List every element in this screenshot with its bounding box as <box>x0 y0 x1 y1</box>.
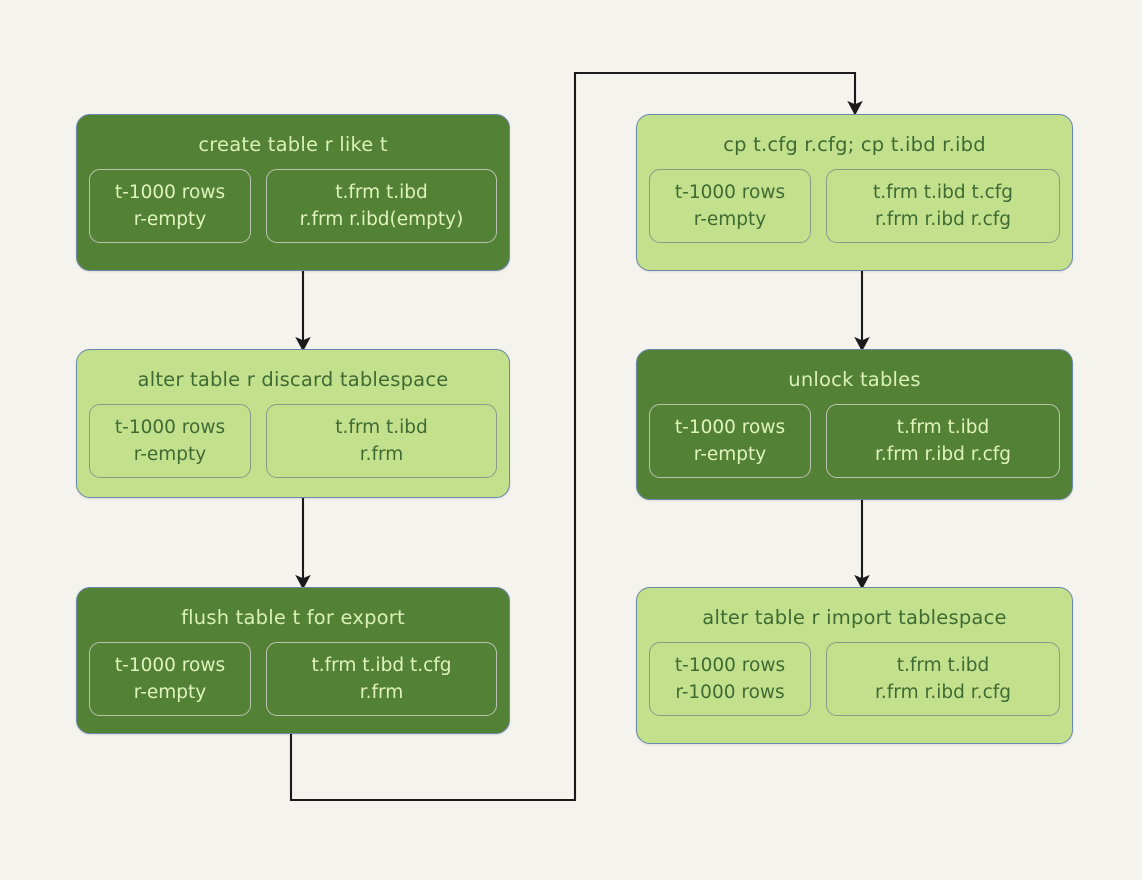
node-cells: t-1000 rows r-empty t.frm t.ibd r.frm r.… <box>637 403 1072 495</box>
cell-rows: t-1000 rows r-1000 rows <box>649 641 811 717</box>
cell-line: t-1000 rows <box>114 181 226 203</box>
cell-line: r.frm r.ibd r.cfg <box>875 681 1011 703</box>
cell-rows: t-1000 rows r-empty <box>649 168 811 244</box>
cell-files: t.frm t.ibd t.cfg r.frm <box>266 641 497 717</box>
cell-line: t-1000 rows <box>114 654 226 676</box>
node-cells: t-1000 rows r-1000 rows t.frm t.ibd r.fr… <box>637 641 1072 733</box>
node-title: unlock tables <box>788 368 921 391</box>
node-discard-tablespace[interactable]: alter table r discard tablespace t-1000 … <box>76 349 510 498</box>
cell-line: r-empty <box>693 208 767 230</box>
node-title: alter table r import tablespace <box>702 606 1007 629</box>
node-copy-files[interactable]: cp t.cfg r.cfg; cp t.ibd r.ibd t-1000 ro… <box>636 114 1073 271</box>
cell-line: t-1000 rows <box>114 416 226 438</box>
cell-line: r-empty <box>133 681 207 703</box>
cell-line: r-empty <box>133 208 207 230</box>
cell-files: t.frm t.ibd r.frm <box>266 403 497 479</box>
cell-line: r.frm r.ibd r.cfg <box>875 443 1011 465</box>
node-title: create table r like t <box>198 133 388 156</box>
node-create-table[interactable]: create table r like t t-1000 rows r-empt… <box>76 114 510 271</box>
cell-line: t-1000 rows <box>674 654 786 676</box>
cell-line: r.frm <box>359 443 404 465</box>
node-cells: t-1000 rows r-empty t.frm t.ibd t.cfg r.… <box>77 641 509 733</box>
cell-line: r.frm r.ibd r.cfg <box>875 208 1011 230</box>
node-unlock-tables[interactable]: unlock tables t-1000 rows r-empty t.frm … <box>636 349 1073 500</box>
cell-line: t.frm t.ibd <box>896 416 990 438</box>
node-flush-for-export[interactable]: flush table t for export t-1000 rows r-e… <box>76 587 510 734</box>
node-title: cp t.cfg r.cfg; cp t.ibd r.ibd <box>723 133 986 156</box>
cell-line: t-1000 rows <box>674 181 786 203</box>
cell-rows: t-1000 rows r-empty <box>89 168 251 244</box>
cell-rows: t-1000 rows r-empty <box>649 403 811 479</box>
cell-line: t.frm t.ibd <box>335 181 428 203</box>
cell-line: r-1000 rows <box>675 681 785 703</box>
node-cells: t-1000 rows r-empty t.frm t.ibd r.frm r.… <box>77 168 509 260</box>
cell-files: t.frm t.ibd r.frm r.ibd r.cfg <box>826 641 1060 717</box>
node-title: flush table t for export <box>181 606 405 629</box>
cell-line: t.frm t.ibd t.cfg <box>311 654 452 676</box>
cell-line: t.frm t.ibd <box>896 654 990 676</box>
cell-line: t.frm t.ibd <box>335 416 428 438</box>
node-cells: t-1000 rows r-empty t.frm t.ibd r.frm <box>77 403 509 495</box>
cell-files: t.frm t.ibd r.frm r.ibd(empty) <box>266 168 497 244</box>
cell-rows: t-1000 rows r-empty <box>89 641 251 717</box>
cell-files: t.frm t.ibd t.cfg r.frm r.ibd r.cfg <box>826 168 1060 244</box>
node-cells: t-1000 rows r-empty t.frm t.ibd t.cfg r.… <box>637 168 1072 260</box>
cell-line: t.frm t.ibd t.cfg <box>872 181 1014 203</box>
cell-rows: t-1000 rows r-empty <box>89 403 251 479</box>
cell-line: r-empty <box>693 443 767 465</box>
cell-files: t.frm t.ibd r.frm r.ibd r.cfg <box>826 403 1060 479</box>
cell-line: r.frm <box>359 681 404 703</box>
cell-line: r-empty <box>133 443 207 465</box>
cell-line: t-1000 rows <box>674 416 786 438</box>
node-import-tablespace[interactable]: alter table r import tablespace t-1000 r… <box>636 587 1073 744</box>
node-title: alter table r discard tablespace <box>137 368 449 391</box>
cell-line: r.frm r.ibd(empty) <box>299 208 464 230</box>
